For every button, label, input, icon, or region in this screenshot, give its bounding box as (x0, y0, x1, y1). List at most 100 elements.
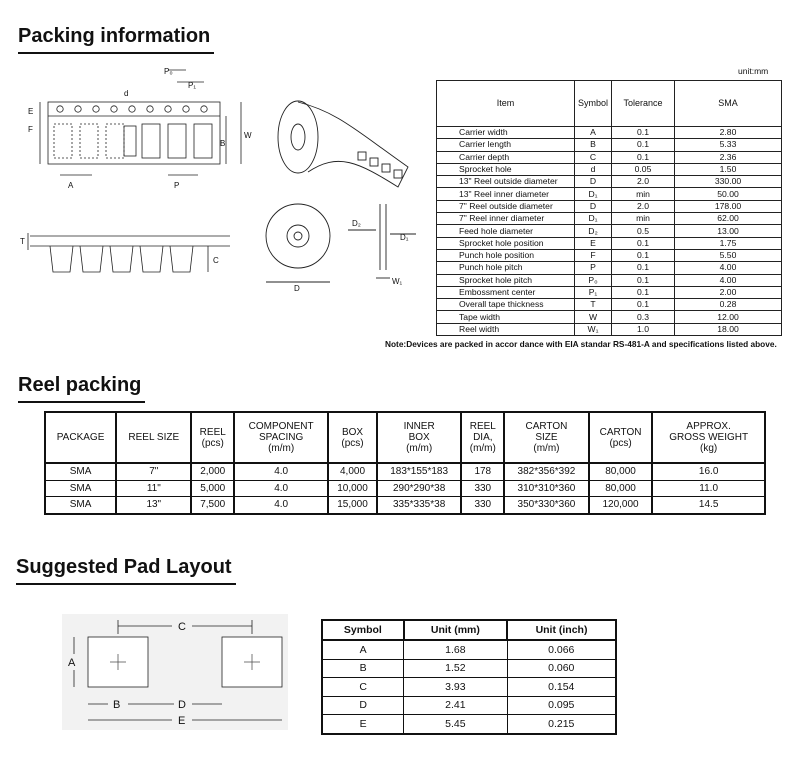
dim-a-label: A (68, 181, 74, 190)
reel-dim-d1-label: D₁ (400, 233, 409, 242)
table-cell: 2,000 (190, 462, 236, 481)
table-cell: Reel width (436, 322, 575, 337)
table-cell: 13.00 (674, 224, 782, 238)
table-cell: 1.75 (674, 236, 782, 250)
pad-title: Suggested Pad Layout (16, 555, 236, 585)
table-cell: 80,000 (587, 479, 654, 497)
table-cell: 11" (115, 479, 193, 497)
table-cell: 0.095 (506, 695, 617, 715)
table-cell: 80,000 (587, 462, 654, 481)
table-cell: F (573, 248, 613, 263)
table-cell: 7" Reel inner diameter (436, 212, 575, 226)
table-cell: d (573, 162, 613, 177)
dim-p1-label: P₁ (188, 81, 196, 90)
pad-dim-e-label: E (178, 715, 185, 727)
table-cell: 2.0 (611, 175, 676, 189)
pad-header-row: Symbol Unit (mm) Unit (inch) (321, 619, 617, 641)
table-cell: 310*310*360 (503, 479, 590, 497)
table-cell: D₂ (573, 224, 613, 238)
table-cell: T (573, 298, 613, 312)
table-cell: 330 (460, 479, 506, 497)
table-cell: 330.00 (674, 175, 782, 189)
table-cell: D (573, 175, 613, 189)
dim-b-label: B (220, 139, 225, 148)
pad-dim-d-label: D (178, 699, 186, 711)
table-cell: Sprocket hole (436, 162, 575, 177)
pad-col-symbol: Symbol (321, 619, 405, 641)
table-cell: 0.1 (611, 273, 676, 287)
table-cell: Carrier length (436, 138, 575, 152)
dim-d-label: d (124, 89, 128, 98)
table-cell: D₁ (573, 212, 613, 226)
packing-title: Packing information (18, 24, 215, 54)
table-cell: C (321, 677, 405, 697)
table-cell: 0.3 (611, 310, 676, 324)
dim-e-label: E (28, 107, 33, 116)
reel-perspective-drawing (277, 100, 409, 188)
table-cell: 0.28 (674, 298, 782, 312)
table-cell: D (321, 695, 405, 715)
table-cell: 0.1 (611, 298, 676, 312)
reel-header-cell: BOX(pcs) (327, 411, 378, 464)
reel-header-cell: CARTON(pcs) (587, 411, 654, 464)
table-cell: 62.00 (674, 212, 782, 226)
dim-p-label: P (174, 181, 179, 190)
table-cell: SMA (43, 462, 118, 481)
reel-title-text: Reel packing (18, 374, 142, 396)
table-cell: P₀ (573, 273, 613, 287)
table-cell: Embossment center (436, 285, 575, 300)
table-cell: 4,000 (327, 462, 378, 481)
table-cell: 2.0 (611, 199, 676, 214)
table-cell: 12.00 (674, 310, 782, 324)
table-cell: 4.00 (674, 261, 782, 275)
table-cell: B (573, 138, 613, 152)
table-cell: 1.52 (403, 658, 508, 678)
table-cell: 18.00 (674, 322, 782, 337)
table-cell: 0.1 (611, 150, 676, 164)
table-cell: 0.066 (506, 639, 617, 660)
table-cell: 178.00 (674, 199, 782, 214)
table-cell: 3.93 (403, 677, 508, 697)
table-cell: Punch hole position (436, 248, 575, 263)
table-cell: 0.05 (611, 162, 676, 177)
table-cell: 0.1 (611, 261, 676, 275)
reel-header-cell: PACKAGE (43, 411, 118, 464)
reel-dimension-drawing: D D₂ D₁ W₁ (265, 203, 416, 293)
table-cell: 0.215 (506, 714, 617, 735)
table-cell: 382*356*392 (503, 462, 590, 481)
table-cell: 4.00 (674, 273, 782, 287)
table-cell: SMA (43, 496, 118, 515)
table-cell: 335*335*38 (375, 496, 463, 515)
dim-c-label: C (213, 256, 219, 265)
pad-dim-b-label: B (113, 699, 120, 711)
spec-col-symbol: Symbol (573, 80, 613, 127)
table-cell: E (321, 714, 405, 735)
table-cell: 4.0 (233, 462, 330, 481)
table-cell: 0.154 (506, 677, 617, 697)
table-cell: 120,000 (587, 496, 654, 515)
table-cell: 13" Reel outside diameter (436, 175, 575, 189)
table-cell: 50.00 (674, 187, 782, 201)
table-cell: B (321, 658, 405, 678)
reel-dim-w1-label: W₁ (392, 277, 403, 286)
table-cell: 2.36 (674, 150, 782, 164)
dim-w-label: W (244, 131, 252, 140)
pad-col-inch: Unit (inch) (506, 619, 617, 641)
table-cell: 5.50 (674, 248, 782, 263)
table-cell: 1.68 (403, 639, 508, 660)
table-cell: 4.0 (233, 479, 330, 497)
